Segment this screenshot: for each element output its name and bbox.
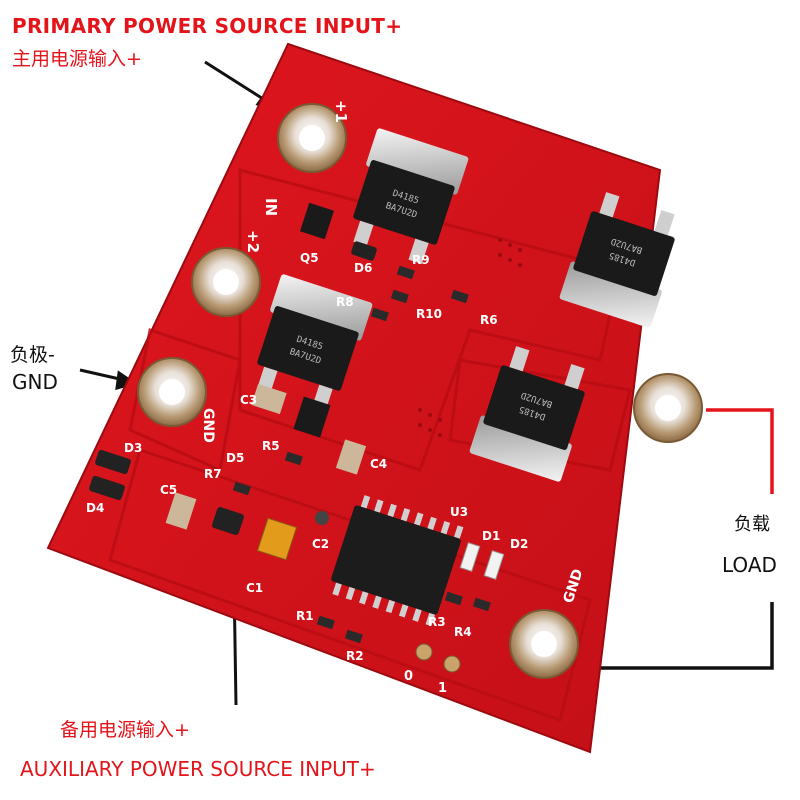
silk-d5: D5	[226, 451, 244, 465]
terminal-pads	[137, 103, 703, 679]
test-pad-1	[443, 655, 461, 673]
mosfet-4: D4185 BA7U2D	[469, 346, 585, 482]
r5-body	[284, 451, 303, 466]
resistors	[232, 265, 491, 644]
gnd-arrow-line	[79, 368, 125, 382]
c2-body	[315, 511, 329, 525]
aux-input-label-cn: 备用电源输入+	[60, 719, 190, 741]
r4-body	[472, 597, 491, 612]
r3-body	[444, 591, 463, 606]
r1-body	[316, 615, 335, 630]
diodes	[89, 241, 377, 536]
test-pads	[415, 643, 461, 673]
d4-body	[89, 475, 125, 501]
c3-body	[251, 383, 287, 415]
load-wire-positive	[706, 408, 774, 494]
silk-out: OUT+	[679, 310, 708, 357]
silk-d4: D4	[86, 501, 104, 515]
silk-gnd1: GND	[200, 408, 216, 443]
r8-body	[370, 307, 389, 322]
gnd-label-cn: 负极-	[10, 344, 55, 366]
load-wire-negative	[592, 602, 774, 670]
load-wires	[592, 408, 774, 670]
r2-body	[344, 629, 363, 644]
silk-c4: C4	[370, 457, 387, 471]
pad-input-1	[277, 103, 347, 173]
silk-d1: D1	[482, 529, 500, 543]
silk-in2: +2	[244, 230, 262, 253]
silk-r2: R2	[346, 649, 364, 663]
mosfet-1: D4185 BA7U2D	[353, 128, 469, 264]
silk-r4: R4	[454, 625, 472, 639]
led-d2	[483, 550, 505, 580]
silk-u3: U3	[450, 505, 468, 519]
r7-body	[232, 481, 251, 496]
test-pad-0	[415, 643, 433, 661]
primary-arrow-line	[204, 60, 269, 104]
r9-body	[396, 265, 415, 280]
silkscreen-labels: +1 IN +2 GND OUT+ GND Q5 D6 R9 R8 R10 R6…	[86, 100, 708, 696]
primary-input-label-cn: 主用电源输入+	[12, 48, 142, 70]
gnd-label: GND	[12, 370, 58, 394]
board-outline	[46, 42, 662, 754]
capacitors	[165, 383, 367, 561]
aux-input-label: AUXILIARY POWER SOURCE INPUT+	[20, 757, 376, 781]
mosfet-2: D4185 BA7U2D	[559, 192, 675, 328]
c1-body	[256, 517, 298, 561]
d3-body	[95, 449, 131, 475]
leds	[459, 542, 505, 580]
pad-out	[633, 373, 703, 443]
silk-q5: Q5	[300, 251, 319, 265]
mosfets: D4185 BA7U2D D4185 BA7U2D D4185 BA7U2D D…	[257, 128, 675, 482]
load-label: LOAD	[722, 553, 777, 577]
silk-c3: C3	[240, 393, 257, 407]
primary-input-label: PRIMARY POWER SOURCE INPUT+	[12, 14, 403, 38]
mosfet-3: D4185 BA7U2D	[257, 274, 373, 410]
silk-zero: 0	[404, 669, 413, 684]
silk-d2: D2	[510, 537, 528, 551]
pad-gnd-2	[509, 609, 579, 679]
silk-r1: R1	[296, 609, 314, 623]
load-label-cn: 负载	[734, 514, 770, 535]
pad-gnd-1	[137, 357, 207, 427]
small-transistors	[293, 202, 334, 438]
r10-body	[390, 289, 409, 304]
silk-r5: R5	[262, 439, 280, 453]
d5-body	[212, 506, 244, 536]
r6-body	[450, 289, 469, 304]
via-pattern	[418, 238, 522, 437]
silk-r6: R6	[480, 313, 498, 327]
pad-input-2	[191, 247, 261, 317]
silk-c2: C2	[312, 537, 329, 551]
silk-r9: R9	[412, 253, 430, 267]
silk-c1: C1	[246, 581, 263, 595]
d6-body	[351, 241, 377, 261]
silk-in1: +1	[332, 100, 350, 123]
c5-body	[165, 492, 197, 530]
q-mid-body	[293, 396, 331, 438]
c4-body	[335, 439, 367, 475]
led-d1	[459, 542, 481, 572]
silk-r7: R7	[204, 467, 222, 481]
silk-d6: D6	[354, 261, 372, 275]
silk-d3: D3	[124, 441, 142, 455]
silk-r8: R8	[336, 295, 354, 309]
silk-r3: R3	[428, 615, 446, 629]
silk-c5: C5	[160, 483, 177, 497]
silk-r10: R10	[416, 307, 442, 321]
ic-u3	[331, 495, 464, 627]
q5-body	[300, 202, 334, 240]
silk-in: IN	[262, 198, 280, 216]
silk-one: 1	[438, 681, 447, 696]
